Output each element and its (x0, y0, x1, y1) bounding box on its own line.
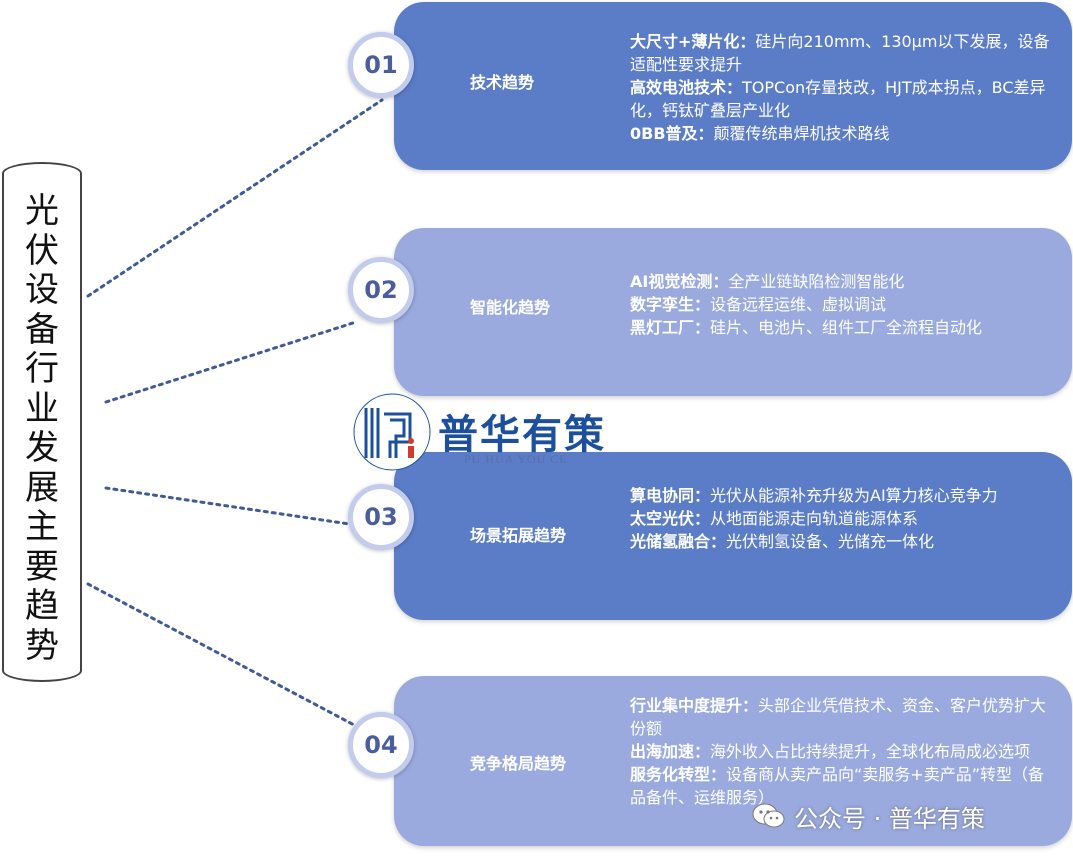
number-badge-03: 03 (348, 484, 414, 550)
title-char: 势 (25, 625, 59, 666)
bullet-item: 算电协同：光伏从能源补充升级为AI算力核心竞争力 (630, 486, 998, 505)
trend-label-04: 竞争格局趋势 (470, 754, 567, 773)
title-char: 展 (25, 467, 59, 508)
trend-label-02: 智能化趋势 (470, 298, 551, 317)
bullet-item: 太空光伏：从地面能源走向轨道能源体系 (630, 509, 919, 528)
watermark-text: 公众号 · 普华有策 (794, 804, 985, 833)
brand-logo-text: 普华有策 (438, 412, 606, 458)
trend-bullets-01: 大尺寸+薄片化：硅片向210mm、130μm以下发展，设备适配性要求提升 高效电… (630, 30, 1050, 145)
wechat-icon (752, 803, 785, 828)
brand-logo-subtitle: PU HUA YOU CE (464, 452, 568, 466)
title-char: 设 (25, 270, 59, 310)
brand-logo: 普华有策 PU HUA YOU CE (352, 392, 622, 472)
connector-line-03 (104, 486, 358, 527)
title-char: 要 (25, 546, 59, 587)
bullet-item: 大尺寸+薄片化：硅片向210mm、130μm以下发展，设备适配性要求提升 (630, 32, 1050, 74)
trend-bullets-02: AI视觉检测：全产业链缺陷检测智能化 数字孪生：设备远程运维、虚拟调试 黑灯工厂… (630, 270, 1050, 339)
title-char: 光 (25, 191, 59, 231)
title-char: 行 (25, 349, 59, 389)
title-char: 主 (25, 507, 59, 547)
connector-line-02 (104, 320, 358, 404)
trend-bullets-04: 行业集中度提升：头部企业凭借技术、资金、客户优势扩大份额 出海加速：海外收入占比… (630, 694, 1050, 809)
bullet-item: 光储氢融合：光伏制氢设备、光储充一体化 (630, 532, 935, 551)
number-badge-02: 02 (348, 257, 414, 323)
brand-logo-icon (353, 393, 431, 471)
title-char: 业 (25, 388, 59, 429)
bullet-item: 数字孪生：设备远程运维、虚拟调试 (630, 295, 887, 314)
trend-box-04: 竞争格局趋势 行业集中度提升：头部企业凭借技术、资金、客户优势扩大份额 出海加速… (394, 676, 1072, 846)
number-badge-01: 01 (348, 32, 414, 98)
main-topic-cylinder: 光伏设备行业发展主要趋势 (2, 162, 86, 690)
bullet-item: 高效电池技术：TOPCon存量技改，HJT成本拐点，BC差异化，钙钛矿叠层产业化 (630, 78, 1046, 120)
connector-line-01 (86, 98, 384, 298)
trend-box-02: 智能化趋势 AI视觉检测：全产业链缺陷检测智能化 数字孪生：设备远程运维、虚拟调… (394, 228, 1072, 396)
bullet-item: 行业集中度提升：头部企业凭借技术、资金、客户优势扩大份额 (630, 696, 1047, 738)
trend-label-03: 场景拓展趋势 (470, 526, 567, 545)
bullet-item: 服务化转型：设备商从卖产品向“卖服务+卖产品”转型（备品备件、运维服务） (630, 765, 1045, 807)
title-char: 备 (25, 309, 59, 350)
main-topic-title: 光伏设备行业发展主要趋势 (2, 191, 82, 666)
trend-box-01: 技术趋势 大尺寸+薄片化：硅片向210mm、130μm以下发展，设备适配性要求提… (394, 2, 1072, 170)
cylinder-body (2, 162, 82, 682)
wechat-watermark: 公众号 · 普华有策 (752, 798, 985, 834)
title-char: 伏 (25, 230, 59, 271)
bullet-item: 出海加速：海外收入占比持续提升，全球化布局成必选项 (630, 742, 1031, 761)
bullet-item: AI视觉检测：全产业链缺陷检测智能化 (630, 272, 905, 291)
trend-label-01: 技术趋势 (470, 73, 535, 92)
bullet-item: 0BB普及：颠覆传统串焊机技术路线 (630, 124, 890, 143)
title-char: 发 (25, 428, 59, 468)
bullet-item: 黑灯工厂：硅片、电池片、组件工厂全流程自动化 (630, 318, 983, 337)
number-badge-04: 04 (348, 712, 414, 778)
trend-box-03: 场景拓展趋势 算电协同：光伏从能源补充升级为AI算力核心竞争力 太空光伏：从地面… (394, 452, 1072, 620)
title-char: 趋 (25, 586, 59, 626)
trend-bullets-03: 算电协同：光伏从能源补充升级为AI算力核心竞争力 太空光伏：从地面能源走向轨道能… (630, 484, 1050, 553)
connector-line-04 (86, 582, 358, 728)
